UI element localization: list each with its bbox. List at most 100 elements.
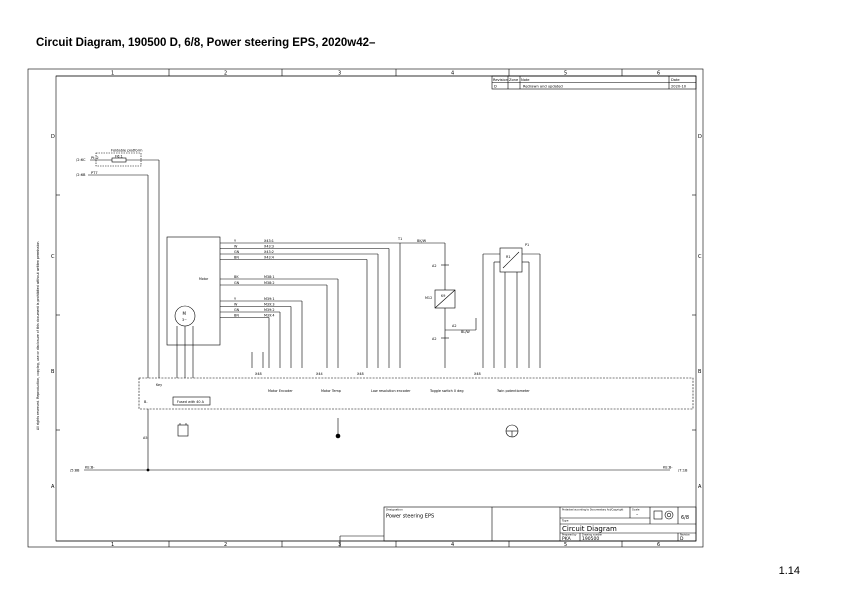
group-label-0: Motor Encoder	[268, 389, 293, 393]
pos-wire-3: BN	[234, 314, 239, 318]
row-label-c-right: C	[698, 254, 702, 260]
wire-bkw: BK/W	[417, 239, 427, 243]
col-label-3: 3	[338, 71, 341, 77]
type-value: Circuit Diagram	[562, 525, 617, 533]
rev-cell-revision: D	[494, 85, 497, 89]
temp-conn-0: M38:1	[264, 275, 275, 279]
col-label-1: 1	[111, 71, 114, 77]
revision-value: D	[680, 536, 684, 542]
b-minus-label: B-	[144, 400, 148, 404]
foldable-platform-group	[88, 152, 160, 360]
page-number: 1.14	[778, 565, 800, 577]
revision-table	[491, 75, 697, 90]
enc-wire-1: W	[234, 245, 238, 249]
enc-conn-1: X43:3	[264, 245, 274, 249]
group-conn-4: X48	[474, 372, 481, 376]
group-label-4: Twin potentiometer	[496, 389, 530, 393]
col-label-1b: 1	[111, 542, 114, 548]
col-label-5b: 5	[564, 542, 567, 548]
rev-header-zone: Zone	[509, 78, 519, 82]
a2-mid: A2	[452, 324, 456, 328]
pos-conn-1: M39:3	[264, 303, 275, 307]
rev-header-revision: Revision	[493, 78, 508, 82]
title-block	[339, 506, 697, 542]
group-label-3: Toggle switch 0 deg	[429, 389, 464, 393]
enc-wire-2: GN	[234, 250, 240, 254]
ref-left-2: /2:6B	[76, 173, 86, 177]
col-label-4: 4	[451, 71, 454, 77]
pos-conn-3: M39:4	[264, 314, 275, 318]
page-title: Circuit Diagram, 190500 D, 6/8, Power st…	[36, 37, 376, 49]
node-t1: T1	[397, 237, 402, 241]
row-label-d-right: D	[698, 134, 702, 140]
temp-conn-1: M38:2	[264, 281, 275, 285]
col-label-6: 6	[657, 71, 660, 77]
designation-label: Designation	[386, 508, 403, 512]
type-label: Type	[561, 519, 569, 523]
motor-letter: M	[183, 311, 187, 316]
ground-right-sig: KE:B-	[663, 466, 673, 470]
pos-wire-0: Y	[234, 297, 237, 301]
battery-icon	[177, 423, 189, 437]
sig-left-2: PT7	[91, 171, 98, 175]
motor-temp-text: Motor	[199, 277, 209, 281]
sheet-number: 6/8	[681, 515, 689, 521]
rev-cell-note: Redrawn and updated	[523, 85, 563, 89]
middle-circuit	[400, 242, 477, 368]
row-label-a-right: A	[698, 484, 702, 490]
prepared-label: Prepared by	[562, 534, 577, 537]
enc-conn-0: X43:1	[264, 239, 274, 243]
relay-code: K9	[441, 294, 445, 298]
group-label-2: Low resolution encoder	[371, 389, 411, 393]
ground-left-ref: /5:8B	[70, 469, 80, 473]
motor-symbol	[174, 305, 196, 327]
enc-conn-2: X43:2	[264, 250, 274, 254]
ground-right-ref: /7:1B	[678, 469, 688, 473]
inner-border	[55, 75, 697, 542]
ground-bus	[84, 468, 670, 472]
twin-potentiometer	[482, 247, 541, 368]
row-label-b-right: B	[698, 369, 702, 375]
group-conn-0: X48	[255, 372, 262, 376]
side-note: All rights reserved. Reproduction, copyi…	[36, 241, 40, 430]
motor-phase: 3~	[182, 318, 187, 322]
pos-wire-2: GN	[234, 308, 240, 312]
outer-border	[27, 68, 704, 548]
col-label-2: 2	[224, 71, 227, 77]
legal-label: Protected according to Documentary Act/C…	[562, 509, 623, 512]
ecu-terminals	[147, 360, 211, 470]
col-label-6b: 6	[657, 542, 660, 548]
group-label-1: Motor Temp	[321, 389, 341, 393]
drawing-value: 190500	[582, 536, 599, 542]
temp-wire-1: GN	[234, 281, 240, 285]
fused-label: Fused with 40 A	[177, 400, 205, 404]
row-label-b: B	[51, 369, 55, 375]
sig-left-1: Pt_2	[91, 156, 99, 160]
projection-symbol-icon	[653, 510, 674, 520]
enc-wire-3: BN	[234, 256, 239, 260]
pos-conn-2: M39:2	[264, 308, 275, 312]
rev-header-date: Date	[671, 78, 680, 82]
group-conn-2: X48	[357, 372, 364, 376]
enc-conn-3: X43:4	[264, 256, 274, 260]
col-label-4b: 4	[451, 542, 454, 548]
pos-conn-0: M39:1	[264, 297, 275, 301]
scale-value: –	[636, 513, 639, 518]
wire-blw: BL/W	[461, 330, 470, 334]
group-conn-1: X44	[316, 372, 323, 376]
encoder-wires	[220, 242, 401, 368]
thermometer-icon	[335, 418, 341, 439]
pot-label: P1	[525, 243, 529, 247]
scale-label: Scale	[632, 508, 640, 512]
prepared-value: PKA	[562, 536, 572, 542]
row-label-a: A	[51, 484, 55, 490]
temp-wires	[220, 278, 339, 368]
motor-block	[166, 236, 221, 360]
pos-wire-1: W	[234, 303, 238, 307]
steering-wheel-icon	[505, 424, 519, 438]
enc-wire-0: Y	[234, 239, 237, 243]
a2-bottom: A2	[432, 337, 436, 341]
rev-header-note: Note	[521, 78, 530, 82]
row-strip	[56, 194, 696, 431]
